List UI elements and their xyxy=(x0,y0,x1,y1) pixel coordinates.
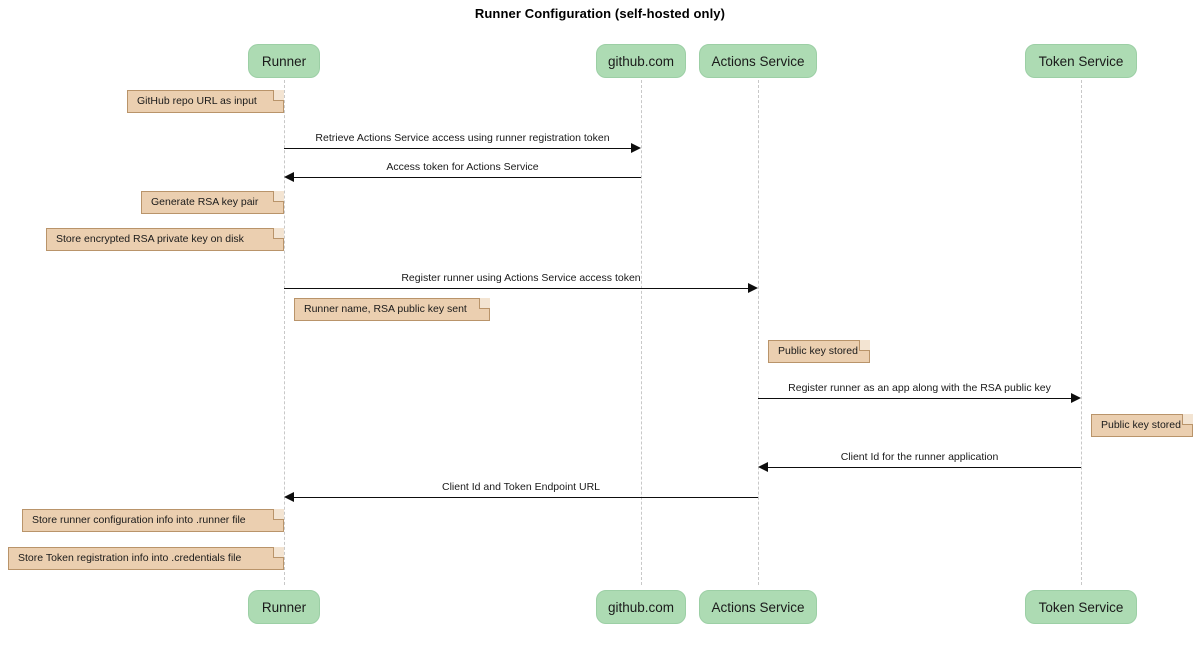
message-label-access-token: Access token for Actions Service xyxy=(386,161,539,173)
note-runner-name-public-key: Runner name, RSA public key sent xyxy=(294,298,490,321)
participant-actions-top[interactable]: Actions Service xyxy=(699,44,817,78)
note-text: Public key stored xyxy=(778,345,858,357)
note-fold-corner xyxy=(273,90,284,101)
participant-actions-bottom[interactable]: Actions Service xyxy=(699,590,817,624)
message-line-client-id-token-endpoint xyxy=(294,497,758,498)
note-text: Generate RSA key pair xyxy=(151,196,259,208)
note-text: Store runner configuration info into .ru… xyxy=(32,514,246,526)
message-label-retrieve-access: Retrieve Actions Service access using ru… xyxy=(315,132,610,144)
note-fold-corner xyxy=(273,228,284,239)
note-text: Store Token registration info into .cred… xyxy=(18,552,242,564)
lifeline-github xyxy=(641,80,642,585)
participant-token-bottom[interactable]: Token Service xyxy=(1025,590,1137,624)
message-line-register-runner xyxy=(284,288,748,289)
note-text: Public key stored xyxy=(1101,419,1181,431)
lifeline-token xyxy=(1081,80,1082,585)
message-label-client-id: Client Id for the runner application xyxy=(840,451,999,463)
message-arrowhead-register-app xyxy=(1071,393,1081,403)
note-public-key-stored-actions: Public key stored xyxy=(768,340,870,363)
note-fold-corner xyxy=(1182,414,1193,425)
note-fold-corner xyxy=(273,547,284,558)
message-line-retrieve-access xyxy=(284,148,632,149)
participant-github-bottom[interactable]: github.com xyxy=(596,590,686,624)
note-fold-corner xyxy=(859,340,870,351)
message-line-register-app xyxy=(758,398,1071,399)
note-public-key-stored-token: Public key stored xyxy=(1091,414,1193,437)
message-arrowhead-register-runner xyxy=(748,283,758,293)
participant-token-top[interactable]: Token Service xyxy=(1025,44,1137,78)
participant-runner-bottom[interactable]: Runner xyxy=(248,590,320,624)
message-arrowhead-access-token xyxy=(284,172,294,182)
message-line-client-id xyxy=(768,467,1081,468)
message-label-register-runner: Register runner using Actions Service ac… xyxy=(401,272,641,284)
participant-github-top[interactable]: github.com xyxy=(596,44,686,78)
message-arrowhead-client-id xyxy=(758,462,768,472)
message-label-register-app: Register runner as an app along with the… xyxy=(788,382,1051,394)
participant-runner-top[interactable]: Runner xyxy=(248,44,320,78)
note-generate-rsa-key-pair: Generate RSA key pair xyxy=(141,191,284,214)
note-store-runner-config: Store runner configuration info into .ru… xyxy=(22,509,284,532)
lifeline-runner xyxy=(284,80,285,585)
note-text: Store encrypted RSA private key on disk xyxy=(56,233,244,245)
note-github-repo-url: GitHub repo URL as input xyxy=(127,90,284,113)
lifeline-actions xyxy=(758,80,759,585)
note-fold-corner xyxy=(273,509,284,520)
note-store-token-registration: Store Token registration info into .cred… xyxy=(8,547,284,570)
message-arrowhead-retrieve-access xyxy=(631,143,641,153)
message-line-access-token xyxy=(294,177,641,178)
message-arrowhead-client-id-token-endpoint xyxy=(284,492,294,502)
diagram-title: Runner Configuration (self-hosted only) xyxy=(474,6,726,21)
message-label-client-id-token-endpoint: Client Id and Token Endpoint URL xyxy=(442,481,600,493)
note-text: GitHub repo URL as input xyxy=(137,95,257,107)
note-fold-corner xyxy=(273,191,284,202)
note-fold-corner xyxy=(479,298,490,309)
note-text: Runner name, RSA public key sent xyxy=(304,303,467,315)
note-store-encrypted-private-key: Store encrypted RSA private key on disk xyxy=(46,228,284,251)
